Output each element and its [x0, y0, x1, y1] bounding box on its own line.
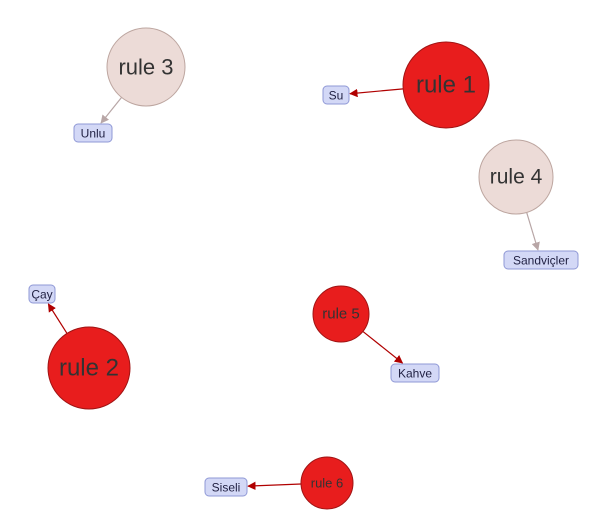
rule-node-6-circle: [300, 456, 354, 510]
items-layer: Su Çay Unlu Sandviçler Kahve Siseli: [28, 85, 579, 497]
rule-node-3-circle: [106, 27, 186, 107]
item-node-kahve-label: Kahve: [398, 367, 432, 381]
item-node-cay[interactable]: Çay: [28, 284, 56, 304]
rule-node-2-label: rule 2: [59, 355, 119, 382]
item-node-unlu[interactable]: Unlu: [73, 123, 113, 143]
edge-rule-4-sandvicler: [526, 212, 540, 251]
edge-rule-3-unlu: [100, 97, 123, 124]
rule-node-3-label: rule 3: [118, 55, 173, 80]
item-node-kahve[interactable]: Kahve: [390, 363, 440, 383]
item-node-cay-box: [28, 284, 56, 304]
item-node-sandvicler-label: Sandviçler: [513, 254, 569, 268]
item-node-su-label: Su: [329, 89, 344, 103]
item-node-siseli-label: Siseli: [212, 481, 241, 495]
rule-node-1[interactable]: rule 1: [402, 41, 490, 129]
item-node-sandvicler-box: [503, 250, 579, 270]
rule-node-5-label: rule 5: [322, 306, 360, 323]
rules-layer: rule 1 rule 2 rule 3 rule 4 rule 5 rule …: [47, 27, 554, 510]
rule-node-6[interactable]: rule 6: [300, 456, 354, 510]
rule-node-1-label: rule 1: [416, 72, 476, 99]
rule-node-4-label: rule 4: [490, 166, 543, 189]
rule-node-3[interactable]: rule 3: [106, 27, 186, 107]
rule-node-5-circle: [312, 285, 370, 343]
item-node-siseli[interactable]: Siseli: [204, 477, 248, 497]
edge-rule-1-su: [349, 88, 404, 98]
rule-node-4[interactable]: rule 4: [478, 139, 554, 215]
edge-rule-5-kahve: [362, 330, 404, 364]
rule-node-5[interactable]: rule 5: [312, 285, 370, 343]
edges-layer: [47, 88, 540, 491]
item-node-siseli-box: [204, 477, 248, 497]
item-node-su[interactable]: Su: [322, 85, 350, 105]
edge-rule-6-siseli: [247, 481, 302, 491]
rule-node-4-circle: [478, 139, 554, 215]
edge-rule-2-cay: [47, 303, 68, 334]
rule-node-1-circle: [402, 41, 490, 129]
item-node-su-box: [322, 85, 350, 105]
item-node-sandvicler[interactable]: Sandviçler: [503, 250, 579, 270]
rule-node-2-circle: [47, 326, 131, 410]
rule-node-6-label: rule 6: [311, 476, 344, 491]
rule-node-2[interactable]: rule 2: [47, 326, 131, 410]
item-node-kahve-box: [390, 363, 440, 383]
item-node-unlu-label: Unlu: [81, 127, 106, 141]
item-node-unlu-box: [73, 123, 113, 143]
item-node-cay-label: Çay: [31, 288, 52, 302]
